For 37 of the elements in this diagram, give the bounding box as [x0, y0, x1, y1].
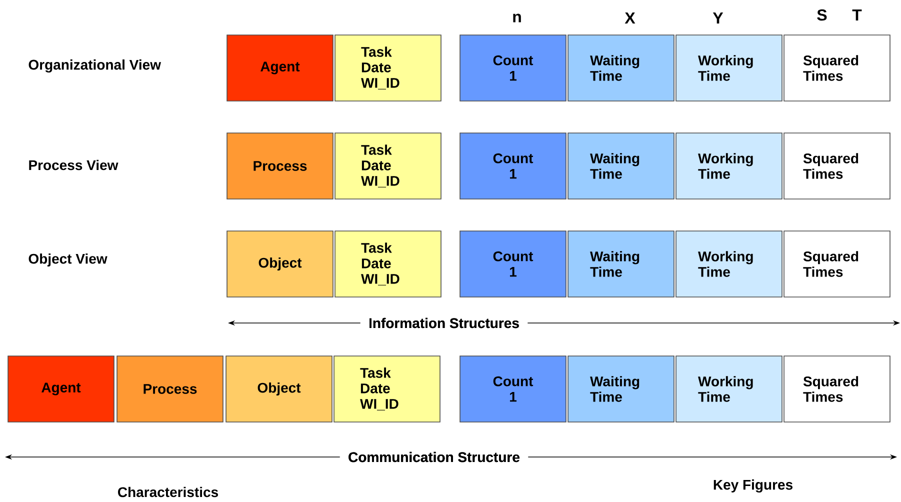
field-box: Process [116, 356, 224, 422]
span-label: Communication Structure [348, 452, 520, 462]
field-box: Squared Times [784, 230, 890, 298]
field-box: Task Date WI_ID [334, 356, 440, 422]
row-label: Process View [29, 160, 118, 170]
field-box: Waiting Time [568, 230, 674, 298]
field-box: Waiting Time [568, 356, 674, 422]
field-box: Count 1 [460, 34, 566, 102]
header-letter: X [624, 12, 636, 24]
field-box: Process [226, 132, 334, 200]
field-box: Object [226, 356, 332, 422]
field-box: Squared Times [784, 132, 890, 200]
span-label: Information Structures [370, 318, 519, 328]
header-letter: Y [712, 12, 724, 24]
group-label: Characteristics [118, 486, 218, 498]
field-box: Task Date WI_ID [334, 230, 442, 298]
field-box: Working Time [676, 132, 782, 200]
field-box: Agent [226, 34, 334, 102]
field-box: Task Date WI_ID [334, 34, 442, 102]
field-box: Working Time [676, 230, 782, 298]
field-box: Count 1 [460, 230, 566, 298]
field-box: Agent [8, 356, 114, 422]
field-box: Working Time [676, 356, 782, 422]
field-box: Waiting Time [568, 34, 674, 102]
field-box: Task Date WI_ID [334, 132, 442, 200]
field-box: Count 1 [460, 132, 566, 200]
row-label: Organizational View [28, 59, 162, 73]
header-letter: T [852, 10, 862, 20]
field-box: Count 1 [460, 356, 566, 422]
header-letter: S [817, 9, 827, 21]
row-label: Object View [28, 253, 108, 267]
field-box: Object [226, 230, 334, 298]
field-box: Working Time [676, 34, 782, 102]
field-box: Squared Times [784, 34, 890, 102]
field-box: Squared Times [784, 356, 890, 422]
field-box: Waiting Time [568, 132, 674, 200]
group-label: Key Figures [714, 479, 792, 493]
